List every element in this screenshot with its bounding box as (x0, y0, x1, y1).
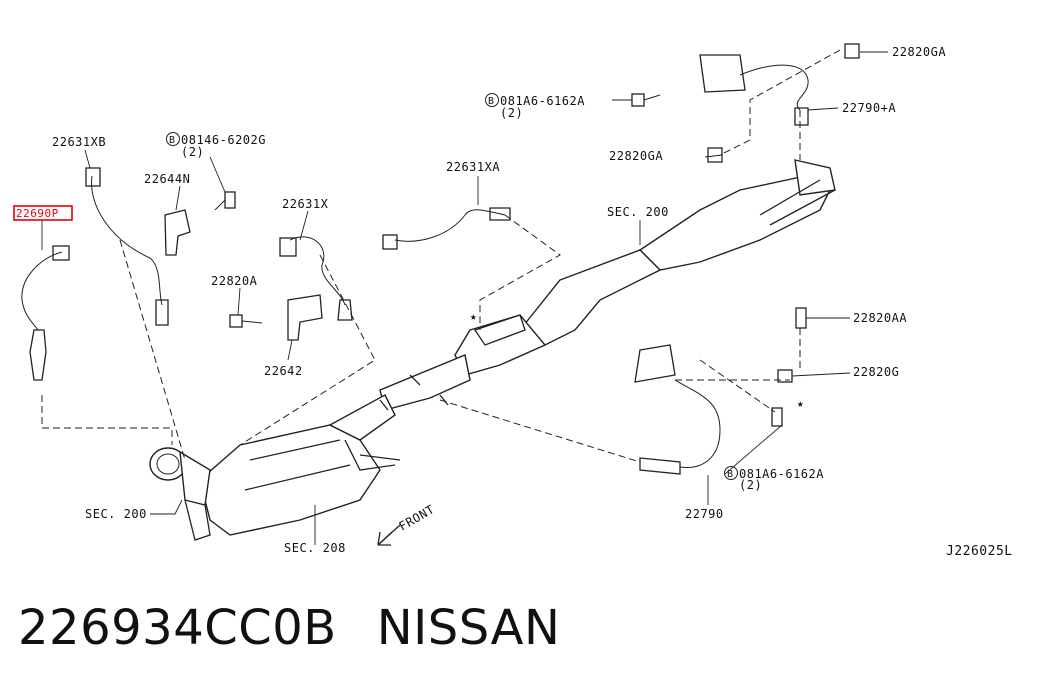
label-08146-qty: (2) (181, 145, 204, 159)
label-081A6-6162A-bottom[interactable]: 081A6-6162A (739, 467, 824, 481)
part-caption: 226934CC0B NISSAN (18, 596, 560, 660)
label-22690P[interactable]: 22690P (16, 207, 59, 220)
brand-name: NISSAN (376, 600, 561, 656)
bolt-081A6-bottom (771, 407, 783, 427)
label-22642[interactable]: 22642 (264, 364, 303, 378)
part-labels: 22690P 22631XB 22644N B 08146-6202G (2) … (13, 45, 1013, 559)
label-08146-6202G[interactable]: 08146-6202G (181, 133, 266, 147)
exhaust-pipe-assembly (149, 159, 836, 541)
label-22820GA-top[interactable]: 22820GA (892, 45, 946, 59)
label-22820GA-mid[interactable]: 22820GA (609, 149, 663, 163)
label-081A6-bottom-qty: (2) (739, 478, 762, 492)
bolt-symbol-081A6-top: B (485, 93, 499, 107)
label-081A6-top-qty: (2) (500, 106, 523, 120)
label-sec200-left[interactable]: SEC. 200 (85, 507, 147, 521)
sensor-22631XB (85, 167, 169, 326)
label-22820AA[interactable]: 22820AA (853, 311, 907, 325)
sensor-22790A (699, 54, 809, 126)
sensor-22790 (634, 344, 721, 475)
label-22820A[interactable]: 22820A (211, 274, 258, 288)
bolt-22820AA (795, 307, 807, 329)
bolt-22820A (229, 314, 263, 328)
label-22631X[interactable]: 22631X (282, 197, 329, 211)
sensor-22690P (21, 245, 70, 381)
svg-text:B: B (727, 469, 734, 480)
svg-text:B: B (169, 135, 176, 146)
label-22790[interactable]: 22790 (685, 507, 724, 521)
dashed-guides (41, 49, 841, 463)
label-22790A[interactable]: 22790+A (842, 101, 896, 115)
label-22820G[interactable]: 22820G (853, 365, 899, 379)
label-081A6-6162A-top[interactable]: 081A6-6162A (500, 94, 585, 108)
leader-lines (41, 51, 888, 545)
label-sec208[interactable]: SEC. 208 (284, 541, 346, 555)
label-22631XA[interactable]: 22631XA (446, 160, 500, 174)
label-front: FRONT (397, 502, 437, 533)
bracket-22644N (164, 209, 191, 256)
label-sec200-top[interactable]: SEC. 200 (607, 205, 669, 219)
exhaust-sensor-diagram: 22690P 22631XB 22644N B 08146-6202G (2) … (13, 43, 1013, 559)
bolt-symbol-08146: B (166, 132, 180, 146)
bolt-081A6-top (631, 93, 661, 107)
bracket-22642 (287, 294, 323, 341)
sensor-22631XA (382, 207, 511, 250)
bolt-08146 (214, 191, 236, 211)
bolt-symbol-081A6-bottom: B (724, 466, 738, 480)
label-22644N[interactable]: 22644N (144, 172, 190, 186)
part-number: 226934CC0B (18, 600, 337, 656)
sensor-22631X (279, 236, 353, 321)
diagram-code: J226025L (946, 544, 1013, 559)
highlight-box-22690P (13, 205, 73, 221)
front-arrow-icon (377, 524, 401, 546)
bolt-22820GA-top (844, 43, 860, 59)
label-22631XB[interactable]: 22631XB (52, 135, 106, 149)
svg-text:B: B (488, 96, 495, 107)
star-marker-left: ★ (470, 310, 477, 323)
star-marker-right: ★ (797, 397, 804, 410)
